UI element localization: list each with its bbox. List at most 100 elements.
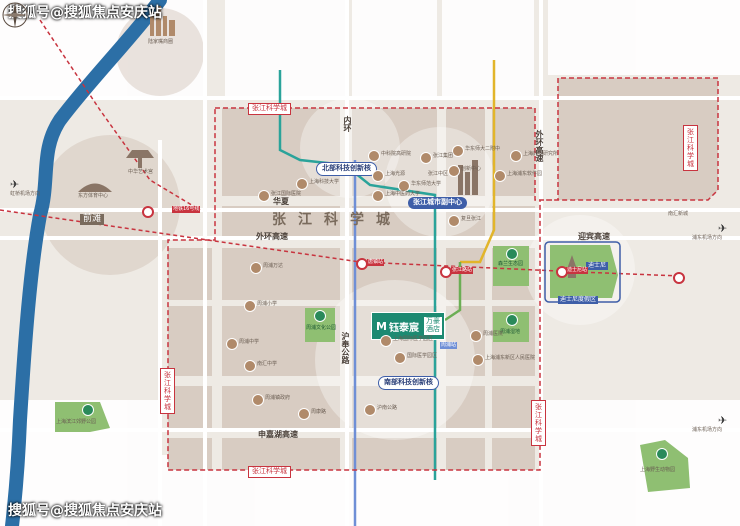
direction-nanhui: 南汇新城 (668, 211, 689, 217)
plane-icon-east-1: ✈ (718, 222, 728, 235)
park-icon-expo (82, 404, 94, 416)
park-icon-culture (314, 310, 326, 322)
poi-label: 上海浦东软件园 (507, 171, 543, 177)
poi-label: 周浦小学 (257, 301, 278, 307)
poi-icon (258, 190, 270, 202)
poi-icon (226, 338, 238, 350)
park-label-culture: 周浦文化公园 (306, 325, 337, 331)
metro-label-disney: 迪士尼站 (566, 267, 589, 274)
metro-station-west[interactable] (142, 206, 154, 218)
poi-label: 上海科技大学 (309, 179, 340, 185)
poi-icon (250, 262, 262, 274)
poi-icon (510, 150, 522, 162)
boundary-label-top: 张江科学城 (248, 103, 291, 115)
road-outer-ring: 外环高速 (256, 232, 288, 241)
poi-label: 周浦万达 (263, 263, 284, 269)
area-title: 张江科学城 (272, 212, 402, 228)
poi-icon (452, 145, 464, 157)
poi-icon (420, 152, 432, 164)
project-logo: M (376, 319, 387, 333)
poi-icon (298, 408, 310, 420)
poi-icon (372, 170, 384, 182)
landmark-expo-park: 上海滨江郊野公园 (56, 419, 97, 425)
skyline-lujiazui (150, 6, 175, 36)
science-city-boundary (167, 77, 719, 471)
project-tag-2: 酒店 (426, 325, 440, 333)
zone-city-center: 张江城市副中心 (408, 197, 467, 209)
road-inner-ring: 内环 (343, 116, 352, 132)
landmark-expo: 中华艺术宫 (128, 169, 154, 175)
poi-icon (398, 180, 410, 192)
direction-pudong-2: 浦东机场方向 (692, 427, 723, 433)
park-tangzhen (640, 440, 690, 492)
direction-hongqiao: 虹桥机场方向 (10, 191, 41, 197)
poi-icon (394, 352, 406, 364)
skyline-center (458, 160, 478, 195)
watermark-bottom: 搜狐号@搜狐焦点安庆站 (8, 503, 162, 519)
poi-icon (472, 354, 484, 366)
road-huaxia: 华夏 (273, 197, 289, 206)
poi-icon (296, 178, 308, 190)
poi-icon (380, 335, 392, 347)
poi-label: 中科院高研院 (381, 151, 412, 157)
poi-label: 周浦镇政府 (265, 395, 291, 401)
road-huning: 沪奉公路 (341, 332, 350, 364)
road-outer-ring-east: 外环高速 (535, 130, 544, 162)
skyline-expo (126, 150, 154, 168)
poi-label: 上海国际医学园区 (393, 336, 434, 342)
landmark-qiantan: 前滩 (80, 214, 105, 225)
poi-label: 创新中心 (461, 166, 482, 172)
landmark-disney-town: 迪士尼度假区 (558, 296, 599, 304)
park-icon-wetland (506, 314, 518, 326)
poi-icon (244, 360, 256, 372)
huangpu-river (5, 0, 167, 526)
metro-station-east[interactable] (673, 272, 685, 284)
poi-label: 复旦张江 (461, 216, 482, 222)
landmark-tangzhen-park: 上海野生动物园 (640, 467, 676, 473)
boundary-label-east: 张江科学城 (683, 125, 698, 172)
park-label-forest: 森兰生态园 (498, 261, 524, 267)
poi-label: 上海光源 (385, 171, 406, 177)
poi-icon (372, 190, 384, 202)
metro-label-zhoupu: 周浦站 (440, 342, 458, 349)
poi-icon (368, 150, 380, 162)
landmark-sports: 东方体育中心 (78, 193, 109, 199)
road-yingbin: 迎宾高速 (578, 232, 610, 241)
direction-pudong-1: 浦东机场方向 (692, 235, 723, 241)
poi-label: 上海中医药大学 (385, 191, 421, 197)
poi-icon (494, 170, 506, 182)
poi-icon (448, 165, 460, 177)
park-expo (55, 402, 110, 432)
poi-label: 张江集团 (433, 153, 454, 159)
zone-north: 北部科技创新核 (316, 162, 377, 176)
park-icon-forest (506, 248, 518, 260)
poi-label: 国际医学园区 (407, 353, 438, 359)
compass-icon (2, 2, 28, 28)
landmark-disney-park: 迪士尼 (586, 262, 609, 270)
poi-label: 周浦中学 (239, 339, 260, 345)
boundary-label-southeast: 张江科学城 (531, 400, 546, 447)
poi-label: 周浦医院 (483, 331, 504, 337)
metro-label-zhangjiang: 张江路站 (451, 267, 474, 274)
project-tag: 万豪酒店 (424, 317, 442, 335)
project-name: 钰泰宸 (388, 322, 419, 334)
poi-label: 张江国际医院 (271, 191, 302, 197)
skyline-sports (78, 183, 112, 192)
poi-label: 南汇中学 (257, 361, 278, 367)
boundary-label-west: 张江科学城 (160, 368, 175, 415)
road-shenjiahu: 申嘉湖高速 (258, 430, 298, 439)
poi-icon (470, 330, 482, 342)
metro-label-line: 地铁16号线 (172, 206, 201, 213)
watermark-top: 搜狐号@搜狐焦点安庆站 (8, 5, 162, 21)
poi-label: 华东师大二附中 (465, 146, 501, 152)
poi-label: 华东师范大学 (411, 181, 442, 187)
landmark-lujiazui: 陆家嘴商圈 (148, 39, 174, 45)
zone-south: 南部科技创新核 (378, 376, 439, 390)
plane-icon-east-2: ✈ (718, 414, 728, 427)
poi-icon (448, 215, 460, 227)
park-icon-tangzhen (656, 448, 668, 460)
plane-icon-west: ✈ (10, 178, 20, 191)
project-tag-1: 万豪 (426, 317, 440, 326)
